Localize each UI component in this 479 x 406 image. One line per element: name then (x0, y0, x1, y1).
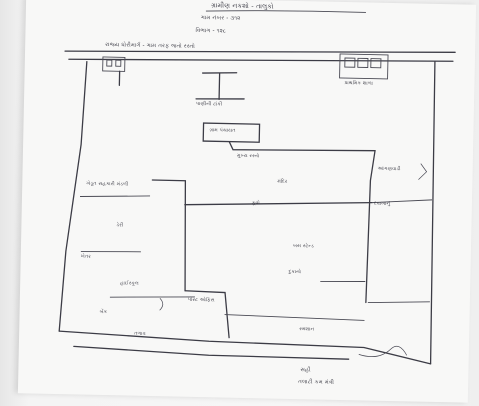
left-lower-road (80, 251, 141, 253)
right-top-label: આંગણવાડી (377, 166, 401, 173)
header-line-1: ગ્રામીણ નકશો - તાલુકો (210, 1, 274, 11)
tank-base (195, 98, 245, 100)
header-line-3: વિભાગ - ૧૨૮ (195, 27, 227, 35)
header-line-2: ગામ નંબર - ૩૧૨ (200, 14, 241, 22)
left-block-road (151, 179, 187, 292)
top-road-line-lower (68, 58, 454, 62)
right-inner-road (367, 301, 430, 304)
bottom-left-road (109, 296, 195, 298)
central-road (228, 140, 376, 152)
right-boundary (429, 61, 436, 365)
bank-label: બેંક (99, 309, 108, 316)
post-office-label: પોસ્ટ ઓફિસ (187, 297, 215, 304)
footer-line-1: સહી (300, 367, 311, 374)
tank-label: પાણીની ટાંકી (195, 101, 223, 108)
central-road-label: મુખ્ય રસ્તો (236, 153, 260, 160)
school-building (102, 56, 126, 72)
cremation-label: સ્મશાન (299, 327, 315, 333)
right-building-label: પ્રાથમિક શાળા (344, 81, 374, 87)
lower-right-road (224, 314, 365, 321)
middle-road-extension (371, 199, 433, 204)
shops-label: દુકાનો (288, 269, 302, 276)
top-road-line-upper (64, 50, 456, 53)
tank-stem (218, 72, 221, 101)
bottom-road (73, 345, 350, 360)
right-vertical-road (365, 150, 376, 304)
map-lines (58, 10, 456, 365)
right-building-window-3 (370, 58, 382, 69)
panchayat-label: ગ્રામ પંચાયત (209, 128, 236, 134)
right-building (339, 53, 389, 80)
well-label: કૂવો (251, 201, 260, 207)
school-window-2 (115, 59, 122, 67)
left-block-label: ખેડૂત સહકારી મંડળી (86, 181, 129, 188)
north-arrow-scribble (358, 345, 408, 357)
right-building-window-2 (357, 57, 369, 68)
right-mid-label: દવાખાનું (373, 201, 391, 208)
left-block-underline (80, 195, 151, 197)
temple-label: મંદિર (277, 179, 288, 185)
left-bracket-mark (159, 297, 164, 311)
right-bracket-mark (418, 163, 428, 180)
right-inner-stub (320, 281, 366, 283)
field-label: ખેતર (80, 254, 92, 260)
dairy-label: ડેરી (116, 223, 124, 229)
lower-center-road (184, 290, 230, 339)
middle-road (184, 201, 373, 206)
bottom-boundary (58, 330, 432, 365)
school-window-1 (106, 59, 113, 67)
left-boundary (58, 60, 88, 332)
high-school-label: હાઈસ્કૂલ (120, 281, 139, 287)
hand-drawn-map-sheet: ગ્રામીણ નકશો - તાલુકો ગામ નંબર - ૩૧૨ વિભ… (17, 0, 477, 403)
bus-stand-label: બસ સ્ટેન્ડ (292, 243, 314, 250)
panchayat-box (202, 122, 261, 143)
footer-line-2: તલાટી કમ મંત્રી (298, 379, 335, 386)
pond-label: તળાવ (134, 331, 146, 337)
right-building-window-1 (344, 57, 356, 68)
header-underline-1 (205, 10, 366, 13)
